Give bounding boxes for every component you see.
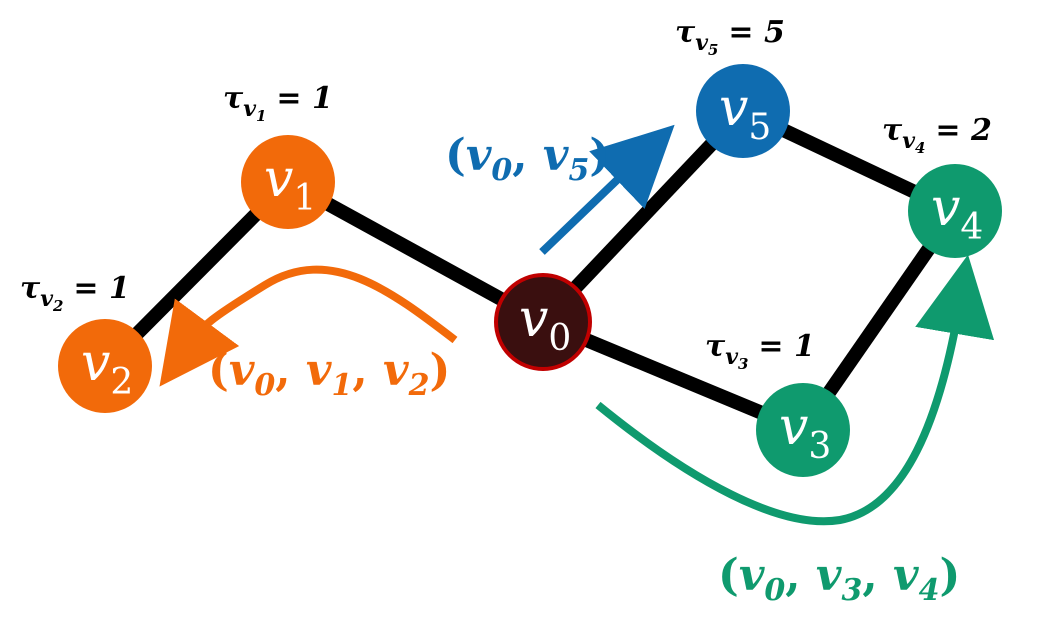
node-label: v0 xyxy=(519,289,571,359)
tau-label-v5: τv5= 5 xyxy=(675,15,785,59)
tau-label-v2: τv2= 1 xyxy=(20,271,130,315)
node-circle xyxy=(241,135,335,229)
node-v0: v0 xyxy=(494,273,592,371)
node-circle xyxy=(494,273,592,371)
node-v3: v3 xyxy=(756,383,850,477)
tau-label-v4: τv4= 2 xyxy=(882,113,992,157)
blue-path-label: (v0, v5) xyxy=(445,130,610,188)
node-label: v4 xyxy=(931,178,983,248)
tau-label-v1: τv1= 1 xyxy=(223,81,333,125)
node-label: v2 xyxy=(81,333,133,403)
orange-path-arrow xyxy=(159,265,458,387)
tau-label-v3: τv3= 1 xyxy=(705,329,815,373)
node-v5: v5 xyxy=(696,64,790,158)
green-path-label: (v0, v3, v4) xyxy=(718,550,960,608)
node-label: v3 xyxy=(779,397,831,467)
node-circle xyxy=(696,64,790,158)
node-label: v1 xyxy=(264,149,316,219)
tau-labels-layer: τv1= 1 τv2= 1 τv5= 5 τv4= 2 τv3= 1 xyxy=(20,15,992,373)
nodes-layer: v0 v1 v2 v3 v4 v5 xyxy=(58,64,1002,477)
green-path-arrow xyxy=(595,254,995,526)
node-v1: v1 xyxy=(241,135,335,229)
blue-path-arrow xyxy=(539,124,675,255)
orange-path-label: (v0, v1, v2) xyxy=(208,345,450,403)
node-v4: v4 xyxy=(908,164,1002,258)
node-circle xyxy=(756,383,850,477)
path-labels-layer: (v0, v1, v2) (v0, v5) (v0, v3, v4) xyxy=(208,130,960,608)
node-circle xyxy=(908,164,1002,258)
node-circle xyxy=(58,319,152,413)
node-v2: v2 xyxy=(58,319,152,413)
node-label: v5 xyxy=(719,78,771,148)
